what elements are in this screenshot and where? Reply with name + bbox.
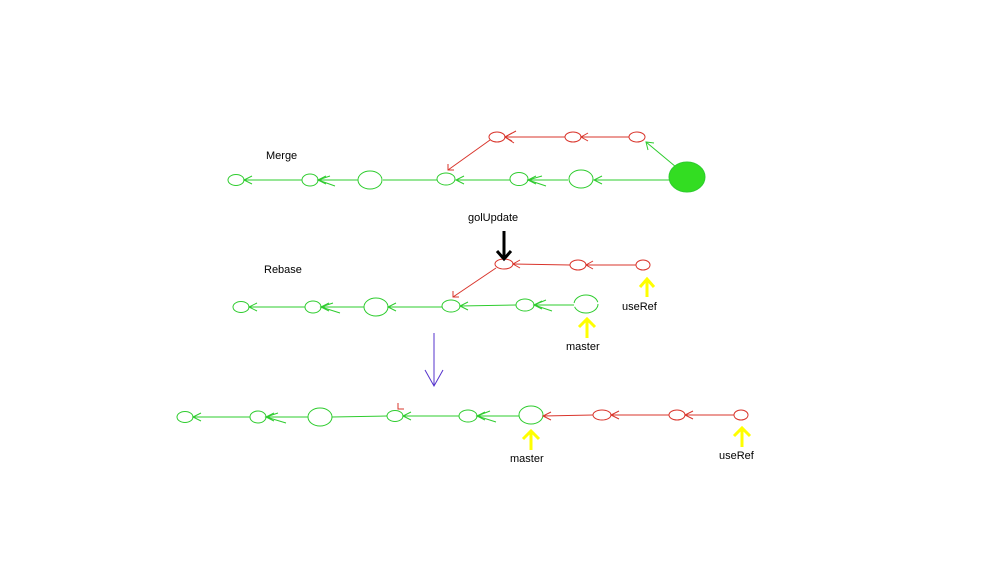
commit-node: [569, 259, 587, 271]
commit-node: [592, 409, 612, 421]
commit-node: [304, 300, 322, 314]
commit-node: [249, 410, 267, 424]
commit-node: [733, 409, 749, 421]
merge-title: Merge: [266, 150, 298, 162]
rebase-after-diagram: [176, 403, 749, 427]
rebase-title: Rebase: [264, 264, 302, 276]
commit-node: [568, 169, 594, 189]
commit-node: [518, 405, 544, 425]
merge-diagram: [227, 130, 706, 193]
master-pointer-2: [521, 428, 541, 450]
gol-update-label: golUpdate: [468, 212, 519, 224]
rebase-feature-branch: [452, 258, 651, 298]
commit-node: [458, 409, 478, 423]
commit-node: [436, 172, 456, 186]
merge-head-commit: [668, 161, 706, 193]
commit-node: [232, 301, 250, 313]
commit-node: [386, 410, 404, 422]
commit-node: [363, 297, 389, 317]
merge-feature-branch: [447, 130, 646, 171]
commit-node: [668, 409, 686, 421]
commit-node: [509, 172, 529, 186]
master-label-1: master: [566, 341, 600, 353]
commit-node: [573, 294, 599, 314]
commit-node: [307, 407, 333, 427]
commit-node: [488, 131, 506, 143]
master-label-2: master: [510, 453, 544, 465]
use-ref-label-2: useRef: [719, 450, 754, 462]
commit-node: [515, 298, 535, 312]
gol-update-pointer: [495, 231, 513, 262]
commit-node: [357, 170, 383, 190]
commit-node: [441, 299, 461, 313]
commit-node: [635, 259, 651, 271]
use-ref-pointer-1: [638, 276, 656, 297]
transition-arrow: [424, 333, 444, 388]
use-ref-label-1: useRef: [622, 301, 657, 313]
commit-node: [227, 174, 245, 186]
use-ref-pointer-2: [732, 425, 752, 447]
commit-node: [301, 173, 319, 187]
rebased-feature-branch: [397, 403, 749, 421]
rebase-before-diagram: [232, 258, 651, 317]
merge-main-branch: [227, 141, 677, 190]
commit-node: [564, 131, 582, 143]
rebase-main-branch: [232, 294, 599, 317]
master-pointer-1: [577, 316, 597, 338]
commit-node: [628, 131, 646, 143]
commit-node: [176, 411, 194, 423]
rebased-main-branch: [176, 405, 544, 427]
